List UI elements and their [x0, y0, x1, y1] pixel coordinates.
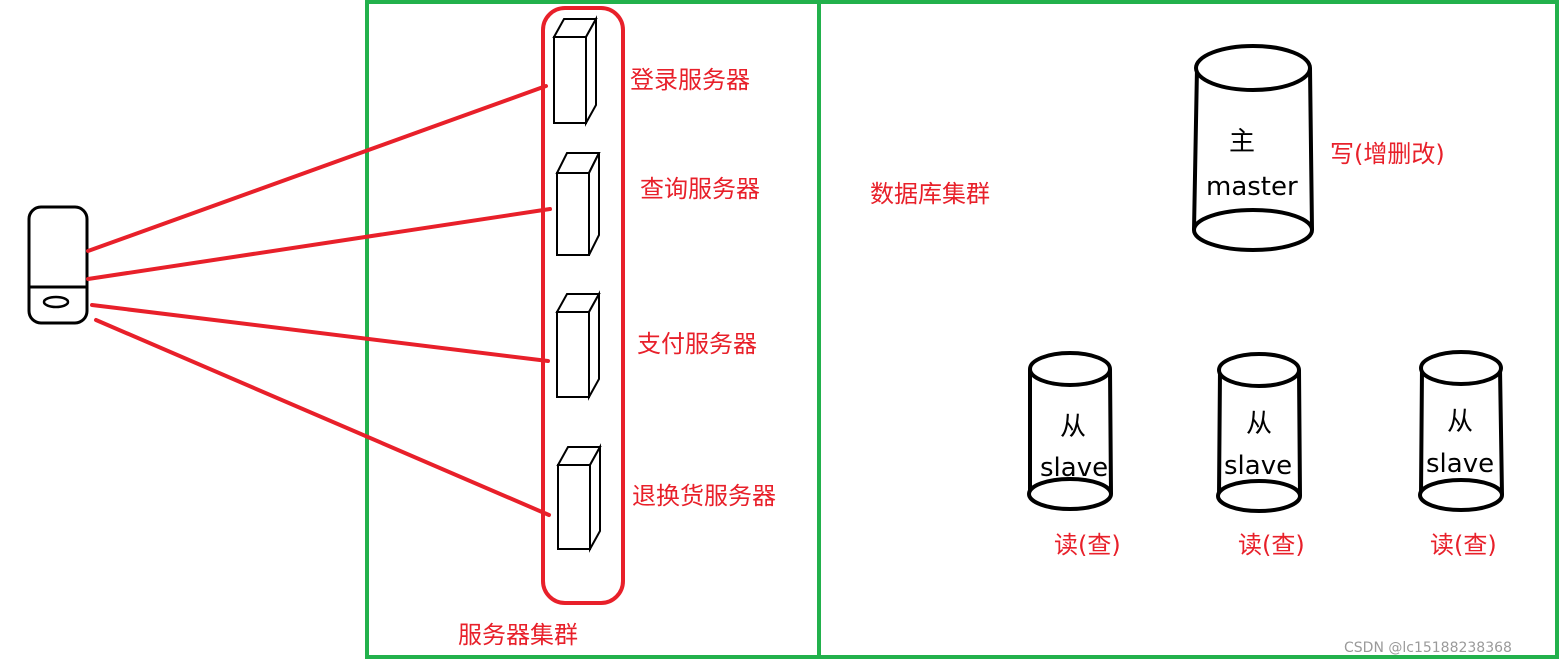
slave-database-icon: [1027, 351, 1113, 511]
server-cluster-label: 服务器集群: [458, 621, 578, 649]
server-box-login-icon: [552, 15, 598, 127]
server-box-query-icon: [555, 152, 601, 256]
server-box-return-icon: [556, 443, 602, 553]
connection-line-return: [94, 318, 551, 517]
connection-line-login: [86, 84, 548, 253]
connection-lines: [86, 84, 552, 517]
master-db-role: 写(增删改): [1330, 140, 1445, 168]
database-cluster-label: 数据库集群: [870, 180, 990, 208]
master-db-label-en: master: [1206, 172, 1298, 202]
server-label-query: 查询服务器: [640, 175, 760, 203]
master-database-icon: [1192, 44, 1314, 252]
server-label-login: 登录服务器: [630, 66, 750, 94]
slave-db-label-cn: 从: [1060, 412, 1086, 442]
slave-db-role: 读(查): [1430, 531, 1497, 559]
server-label-payment: 支付服务器: [637, 330, 757, 358]
slave-db-role: 读(查): [1054, 531, 1121, 559]
slave-db-label-cn: 从: [1447, 407, 1473, 437]
connection-line-query: [86, 207, 552, 281]
client-device-icon: [27, 205, 89, 325]
slave-db-label-en: slave: [1224, 451, 1292, 481]
server-label-return: 退换货服务器: [632, 482, 776, 510]
slave-db-role: 读(查): [1238, 531, 1305, 559]
server-group-outline: [541, 6, 625, 605]
master-db-label-cn: 主: [1229, 127, 1255, 157]
slave-db-label-en: slave: [1040, 453, 1108, 483]
slave-database-icon: [1418, 350, 1504, 512]
watermark: CSDN @lc15188238368: [1344, 640, 1512, 656]
slave-db-label-en: slave: [1426, 449, 1494, 479]
slave-db-label-cn: 从: [1246, 409, 1272, 439]
slave-database-icon: [1216, 352, 1302, 513]
connection-line-payment: [90, 303, 550, 363]
server-box-payment-icon: [555, 290, 601, 401]
database-cluster-frame: [817, 0, 1559, 659]
